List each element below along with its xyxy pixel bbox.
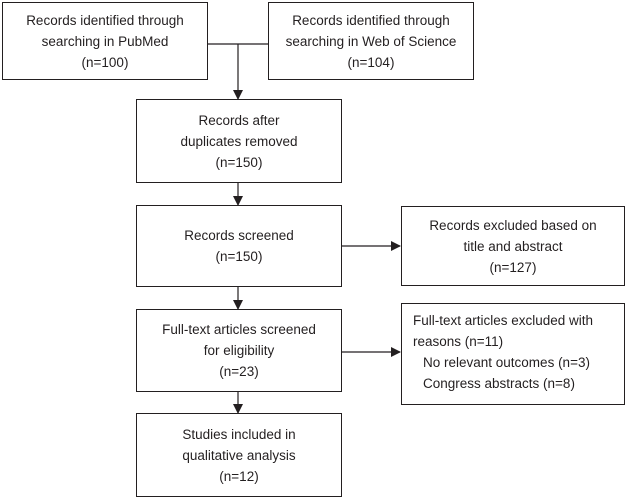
box-pubmed-line-2: searching in PubMed [41,33,169,49]
box-screened-count: (n=150) [215,249,263,264]
box-pubmed: Records identified through searching in … [2,2,208,80]
box-wos-line-2: searching in Web of Science [285,33,457,49]
exclusion-reason-no-outcomes: No relevant outcomes (n=3) [423,355,590,370]
box-fulltext-excluded-line-2: reasons (n=11) [413,334,504,349]
box-after-duplicates-line-1: Records after [198,112,280,128]
box-records-excluded-title: Records excluded based on title and abst… [401,206,625,286]
box-records-screened: Records screened (n=150) [136,205,342,287]
box-wos-count: (n=104) [347,54,395,70]
box-after-duplicates-count: (n=150) [215,154,263,170]
box-wos-line-1: Records identified through [292,12,450,28]
box-included-line-2: qualitative analysis [182,447,296,463]
box-fulltext-excluded-line-1: Full-text articles excluded with [413,313,594,328]
box-pubmed-count: (n=100) [81,54,129,70]
box-excluded-title-line-2: title and abstract [463,238,563,254]
box-fulltext-excluded: Full-text articles excluded with reasons… [401,303,625,405]
box-excluded-title-line-1: Records excluded based on [429,217,597,233]
box-pubmed-line-1: Records identified through [26,12,184,28]
exclusion-reason-congress-abstracts: Congress abstracts (n=8) [423,376,575,391]
box-studies-included: Studies included in qualitative analysis… [136,413,342,497]
box-after-duplicates-line-2: duplicates removed [180,133,298,149]
box-included-count: (n=12) [219,468,259,484]
box-fulltext-line-1: Full-text articles screened [162,322,316,337]
box-screened-line-1: Records screened [184,228,294,243]
box-after-duplicates: Records after duplicates removed (n=150) [136,99,342,183]
box-fulltext-line-2: for eligibility [203,343,275,358]
box-web-of-science: Records identified through searching in … [268,2,474,80]
box-fulltext-screened: Full-text articles screened for eligibil… [136,309,342,392]
box-excluded-title-count: (n=127) [489,259,537,275]
box-included-line-1: Studies included in [182,426,296,442]
box-fulltext-count: (n=23) [219,364,259,379]
